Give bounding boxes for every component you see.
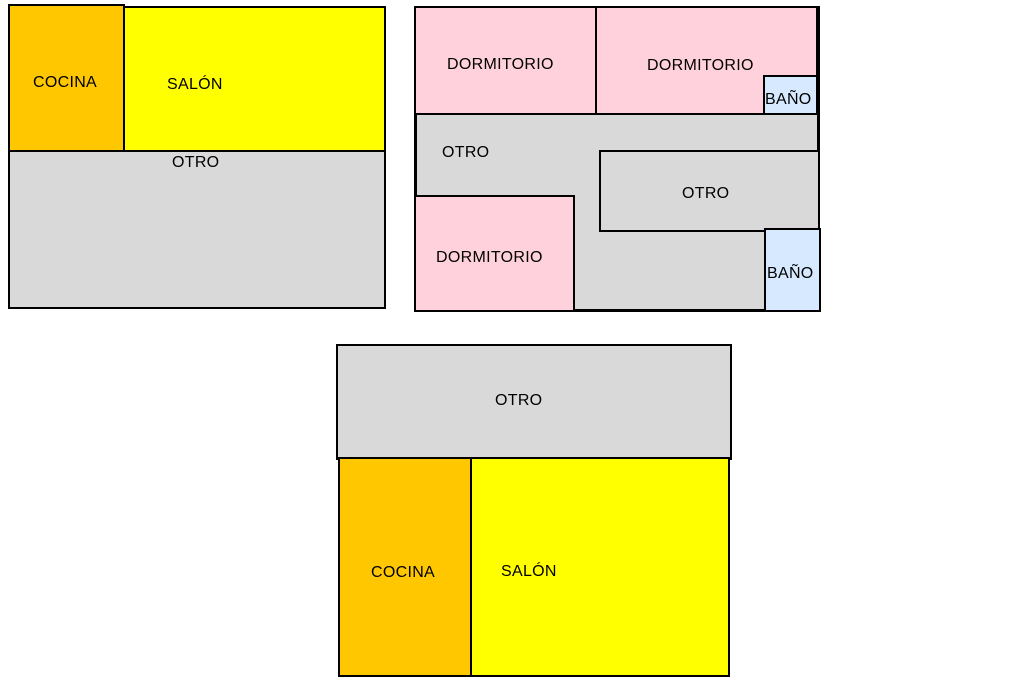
room-bano-2: BAÑO: [764, 228, 821, 312]
room-cocina: COCINA: [338, 457, 472, 677]
room-otro: OTRO: [336, 344, 732, 460]
room-label: COCINA: [33, 74, 98, 91]
room-label: DORMITORIO: [436, 249, 543, 266]
room-label: COCINA: [371, 564, 436, 581]
room-dormitorio-1: DORMITORIO: [414, 6, 597, 115]
room-label: SALÓN: [167, 76, 223, 93]
room-cocina: COCINA: [8, 4, 125, 152]
room-label: SALÓN: [501, 563, 557, 580]
room-salon: SALÓN: [470, 457, 730, 677]
room-label: DORMITORIO: [647, 57, 754, 74]
room-label: OTRO: [682, 185, 730, 202]
room-label: OTRO: [495, 392, 543, 409]
room-otro-2: OTRO: [599, 150, 820, 232]
room-label: DORMITORIO: [447, 56, 554, 73]
room-label: BAÑO: [767, 265, 814, 282]
room-otro: OTRO: [8, 150, 386, 309]
room-salon: SALÓN: [123, 6, 386, 152]
room-label: BAÑO: [765, 91, 812, 108]
room-label: OTRO: [172, 154, 220, 171]
room-dormitorio-3: DORMITORIO: [414, 195, 575, 312]
room-label: OTRO: [442, 144, 490, 161]
room-bano-1: BAÑO: [763, 75, 818, 115]
